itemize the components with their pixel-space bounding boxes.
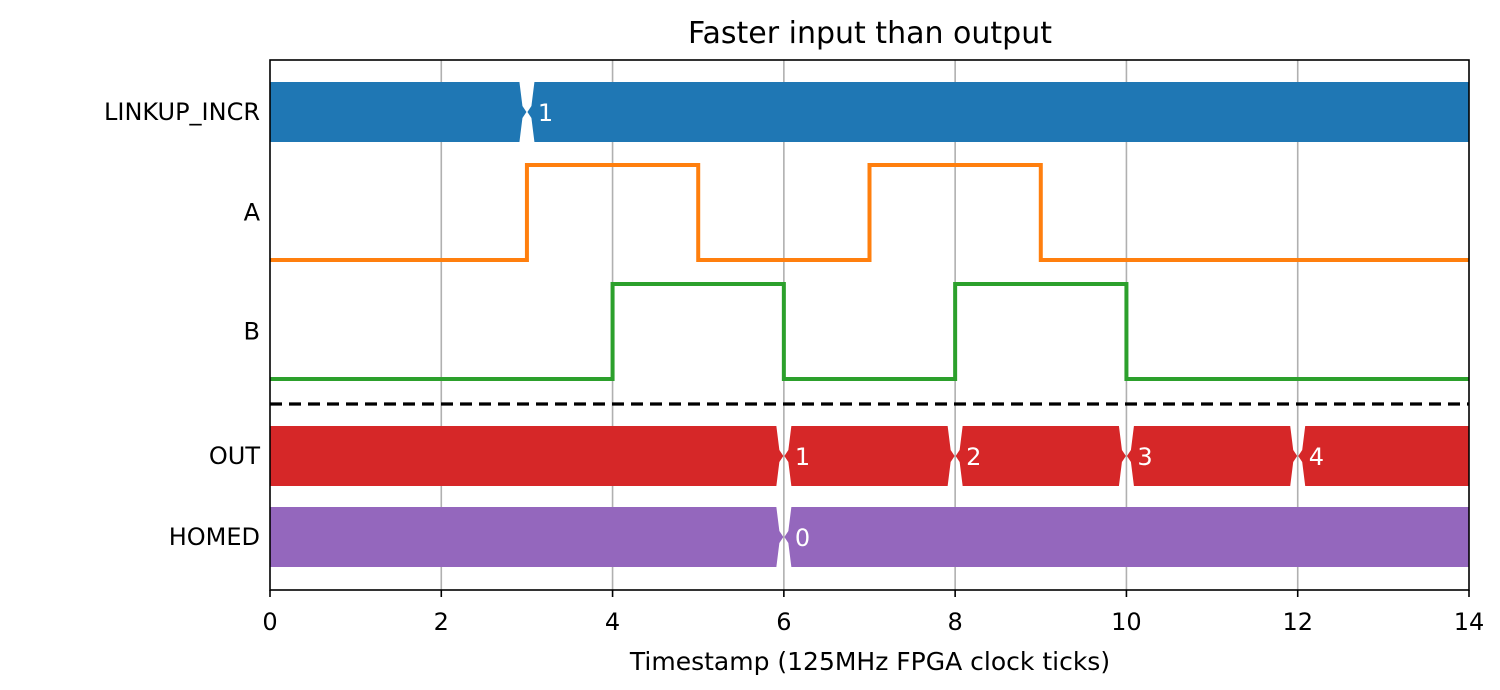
signal-label-out: OUT (209, 442, 260, 470)
bus-value-label: 4 (1309, 443, 1324, 471)
bus-segment-out (955, 426, 1126, 486)
chart-title: Faster input than output (688, 16, 1052, 51)
bus-segment-linkup_incr (527, 82, 1469, 142)
x-axis-ticks: 0 2 4 6 8 10 12 14 (262, 590, 1484, 636)
waveform-a (270, 163, 1469, 262)
bus-value-label: 1 (795, 443, 810, 471)
x-tick-label: 8 (948, 608, 963, 636)
bus-segment-out (1298, 426, 1469, 486)
signal-label-homed: HOMED (169, 523, 260, 551)
x-tick-label: 14 (1454, 608, 1485, 636)
bus-segment-homed (270, 507, 784, 567)
signal-traces: 1 1 2 3 4 0 (270, 82, 1469, 567)
bus-value-label: 3 (1137, 443, 1152, 471)
bus-segment-out (270, 426, 784, 486)
x-tick-label: 4 (605, 608, 620, 636)
bus-value-label: 2 (966, 443, 981, 471)
bus-segment-out (1126, 426, 1298, 486)
bus-segment-homed (784, 507, 1469, 567)
plot-frame (269, 59, 1470, 591)
signal-label-linkup_incr: LINKUP_INCR (104, 98, 260, 126)
signal-label-a: A (244, 199, 261, 227)
bus-value-label: 0 (795, 524, 810, 552)
x-tick-label: 6 (776, 608, 791, 636)
x-tick-label: 12 (1282, 608, 1313, 636)
signal-label-b: B (244, 318, 260, 346)
x-tick-label: 2 (434, 608, 449, 636)
x-tick-label: 0 (262, 608, 277, 636)
waveform-b (270, 282, 1469, 381)
bus-segment-out (784, 426, 955, 486)
signal-labels: LINKUP_INCR A B OUT HOMED (104, 98, 261, 551)
bus-segment-linkup_incr (270, 82, 527, 142)
x-axis-label: Timestamp (125MHz FPGA clock ticks) (629, 647, 1110, 676)
bus-value-label: 1 (538, 99, 553, 127)
x-tick-label: 10 (1111, 608, 1142, 636)
